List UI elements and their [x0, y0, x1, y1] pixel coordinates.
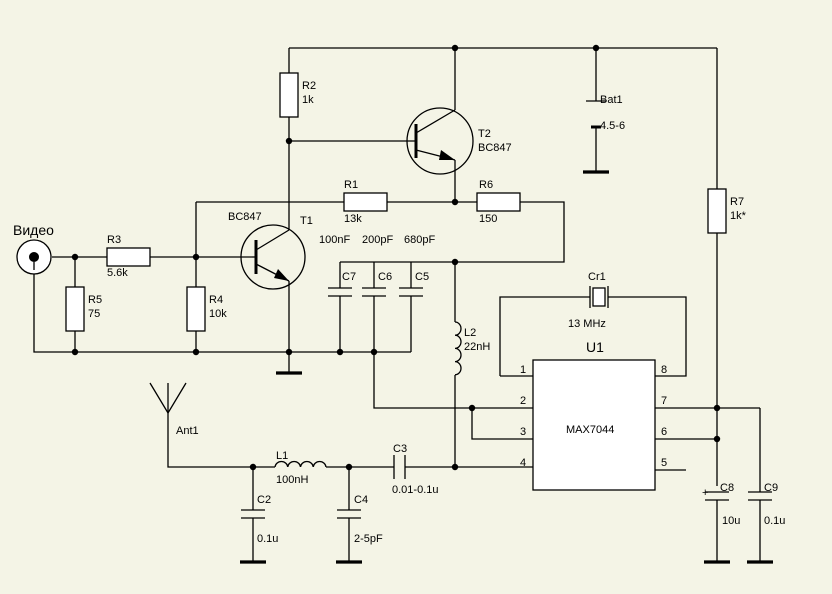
r7-value: 1k* [730, 210, 747, 222]
t2-type: BC847 [478, 142, 512, 154]
r2-ref: R2 [302, 80, 316, 92]
r1-ref: R1 [344, 179, 358, 191]
r4-value: 10k [209, 308, 227, 320]
u1-pin-3: 3 [520, 426, 526, 438]
u1-pin-6: 6 [661, 426, 667, 438]
capacitor-c6 [362, 287, 386, 297]
c6-ref: C6 [378, 271, 392, 283]
r5-ref: R5 [88, 294, 102, 306]
inductor-l2 [454, 321, 462, 376]
c3-value: 0.01-0.1u [392, 484, 438, 496]
t2-ref: T2 [478, 128, 491, 140]
video-input-label: Видео [13, 222, 54, 238]
u1-pin-8: 8 [661, 364, 667, 376]
u1-pin-5: 5 [661, 457, 667, 469]
video-input-connector [16, 239, 52, 275]
bat1-ref: Bat1 [600, 94, 623, 106]
l2-value: 22nH [464, 341, 490, 353]
l1-ref: L1 [276, 450, 288, 462]
u1-pin-4: 4 [520, 457, 526, 469]
resistor-r4 [186, 286, 206, 332]
battery-bat1 [586, 100, 606, 129]
c6-value: 200pF [362, 234, 393, 246]
l2-ref: L2 [464, 327, 476, 339]
c8-polarity: + [702, 487, 708, 499]
c7-value: 100nF [319, 234, 350, 246]
r7-ref: R7 [730, 196, 744, 208]
r2-value: 1k [302, 94, 314, 106]
c2-ref: C2 [257, 494, 271, 506]
u1-pin-7: 7 [661, 395, 667, 407]
wires [33, 47, 761, 562]
c9-value: 0.1u [764, 515, 785, 527]
c9-ref: C9 [764, 482, 778, 494]
capacitor-c5 [399, 287, 423, 297]
ic-u1 [532, 359, 656, 491]
resistor-r6 [476, 192, 521, 212]
c7-ref: C7 [342, 271, 356, 283]
r4-ref: R4 [209, 294, 223, 306]
antenna-icon [149, 382, 187, 415]
resistor-r5 [65, 286, 85, 332]
t1-type: BC847 [228, 211, 262, 223]
crystal-cr1 [589, 286, 609, 308]
c4-ref: C4 [354, 494, 368, 506]
inductor-l1 [274, 460, 327, 468]
capacitor-c8 [705, 491, 729, 501]
c5-ref: C5 [415, 271, 429, 283]
r5-value: 75 [88, 308, 100, 320]
transistor-t2 [406, 107, 474, 175]
junctions [71, 44, 721, 471]
resistor-r3 [106, 247, 151, 267]
u1-pin-1: 1 [520, 364, 526, 376]
transistor-t1 [240, 224, 306, 290]
u1-part: MAX7044 [566, 424, 614, 436]
c4-value: 2-5pF [354, 533, 383, 545]
cr1-ref: Cr1 [588, 271, 606, 283]
l1-value: 100nH [276, 474, 308, 486]
c2-value: 0.1u [257, 533, 278, 545]
u1-pin-2: 2 [520, 395, 526, 407]
capacitor-c4 [337, 509, 361, 519]
u1-ref: U1 [586, 339, 604, 355]
r3-ref: R3 [107, 234, 121, 246]
capacitor-c9 [748, 491, 772, 501]
r3-value: 5.6k [107, 267, 128, 279]
c3-ref: C3 [393, 443, 407, 455]
resistor-r1 [343, 192, 388, 212]
c5-value: 680pF [404, 234, 435, 246]
c8-value: 10u [722, 515, 740, 527]
capacitor-c7 [328, 287, 352, 297]
capacitor-c2 [241, 509, 265, 519]
c8-ref: C8 [720, 482, 734, 494]
r6-value: 150 [479, 213, 497, 225]
r1-value: 13k [344, 213, 362, 225]
resistor-r7 [707, 188, 727, 234]
capacitor-c3 [393, 455, 406, 479]
cr1-value: 13 MHz [568, 318, 606, 330]
t1-ref: T1 [300, 215, 313, 227]
ground-icon [240, 170, 773, 564]
r6-ref: R6 [479, 179, 493, 191]
ant1-ref: Ant1 [176, 425, 199, 437]
resistor-r2 [279, 72, 299, 118]
bat1-value: 4.5-6 [600, 120, 625, 132]
